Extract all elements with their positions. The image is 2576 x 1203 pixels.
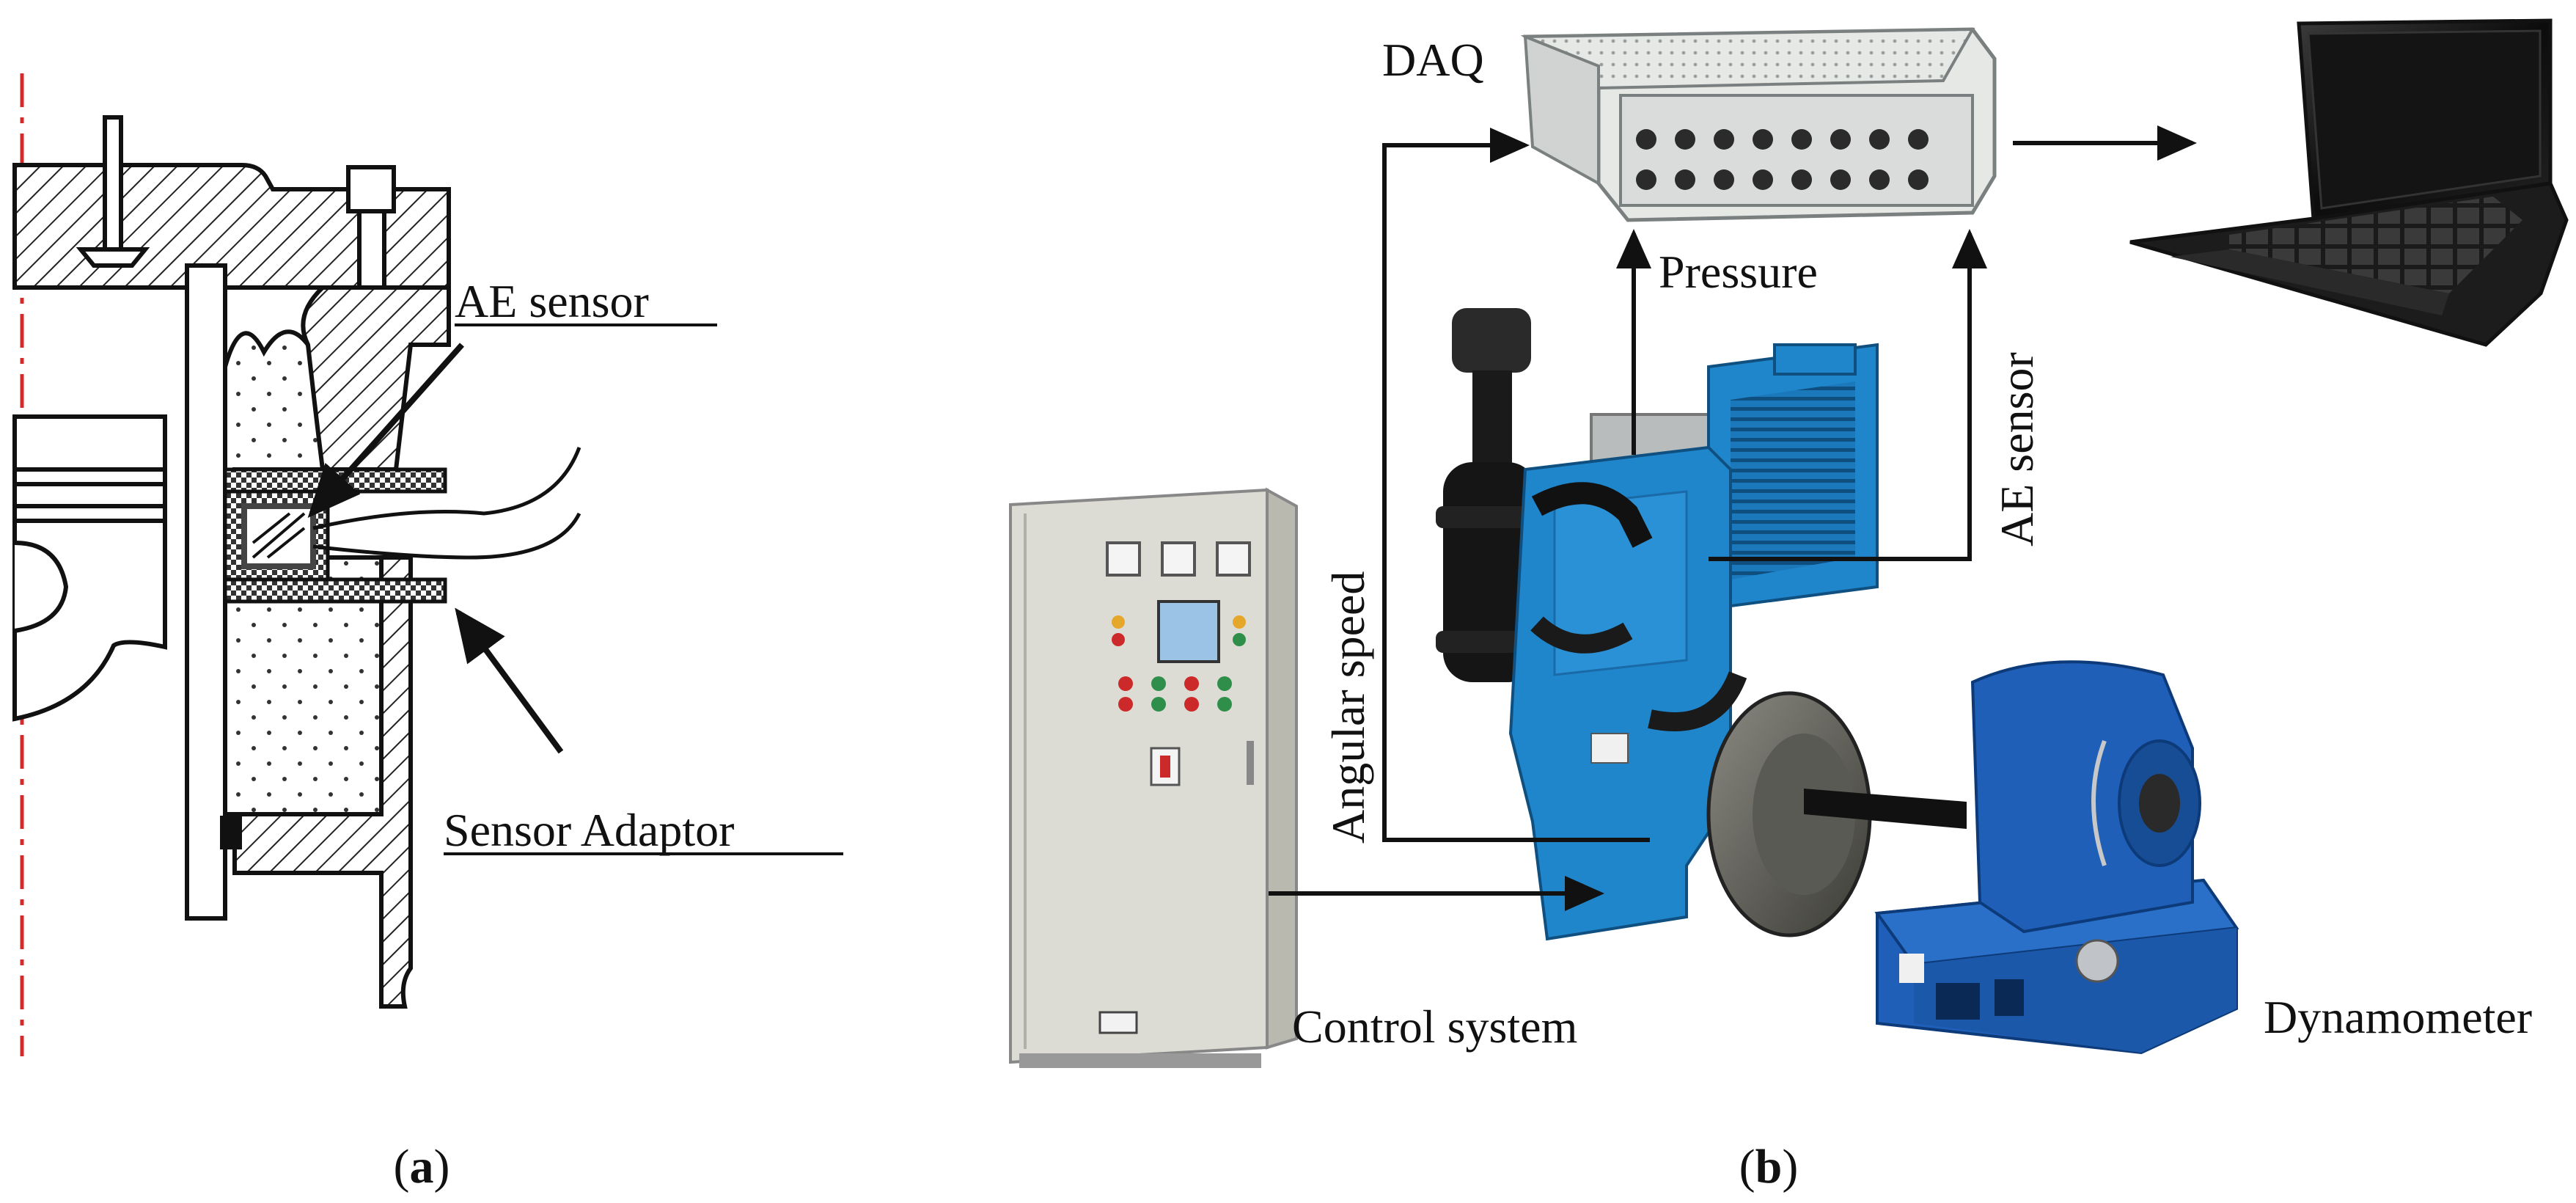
caption-b: (b)	[1739, 1140, 1799, 1193]
piston-pin-boss	[14, 541, 69, 633]
head-bolt-nut	[346, 165, 396, 213]
air-filter-cap	[1452, 308, 1531, 373]
signal-paths	[1269, 125, 2197, 911]
angular-speed-line	[1382, 128, 1650, 842]
cylinder-liner	[185, 263, 227, 921]
piston	[12, 414, 167, 722]
valve-stem	[103, 115, 123, 252]
gauge-1	[1106, 541, 1141, 577]
sensor-cable	[312, 447, 581, 530]
label-angular-speed: Angular speed	[1322, 571, 1374, 844]
label-sensor-adaptor: Sensor Adaptor	[444, 804, 734, 856]
gauge-2	[1161, 541, 1196, 577]
adaptor-bottom-flange	[223, 577, 447, 604]
sensor-cable-2	[312, 512, 581, 560]
daq-unit	[1520, 27, 1997, 222]
label-ae-sensor-a: AE sensor	[455, 275, 649, 327]
dyno-drum	[1970, 660, 2194, 934]
label-ae-sensor-b: AE sensor	[1991, 352, 2043, 546]
ae-sensor-line	[1709, 229, 1987, 561]
diesel-engine	[1436, 308, 1967, 941]
coupling-shaft	[1804, 789, 1967, 829]
display-screen	[1157, 600, 1220, 663]
gauge-3	[1216, 541, 1251, 577]
panel-b-test-rig: DAQ Pressure AE sensor Angular speed Con…	[1009, 18, 2569, 1193]
caption-a: (a)	[394, 1140, 450, 1193]
liner-seal	[220, 816, 242, 849]
label-control-system: Control system	[1292, 1001, 1577, 1053]
valve-head	[76, 247, 150, 268]
dynamometer	[1874, 660, 2239, 1055]
dyno-shaft-housing	[2139, 774, 2180, 833]
control-cabinet	[1009, 487, 1298, 1068]
adaptor-callout-arrow	[455, 607, 564, 754]
label-pressure: Pressure	[1659, 246, 1818, 298]
laptop	[2129, 18, 2569, 347]
daq-connectors	[1636, 129, 1929, 190]
ae-sensor-callout-arrow	[307, 343, 464, 518]
label-dynamometer: Dynamometer	[2264, 991, 2532, 1043]
label-daq: DAQ	[1382, 34, 1484, 86]
panel-a-cross-section: AE sensor Sensor Adaptor (a)	[12, 73, 843, 1193]
